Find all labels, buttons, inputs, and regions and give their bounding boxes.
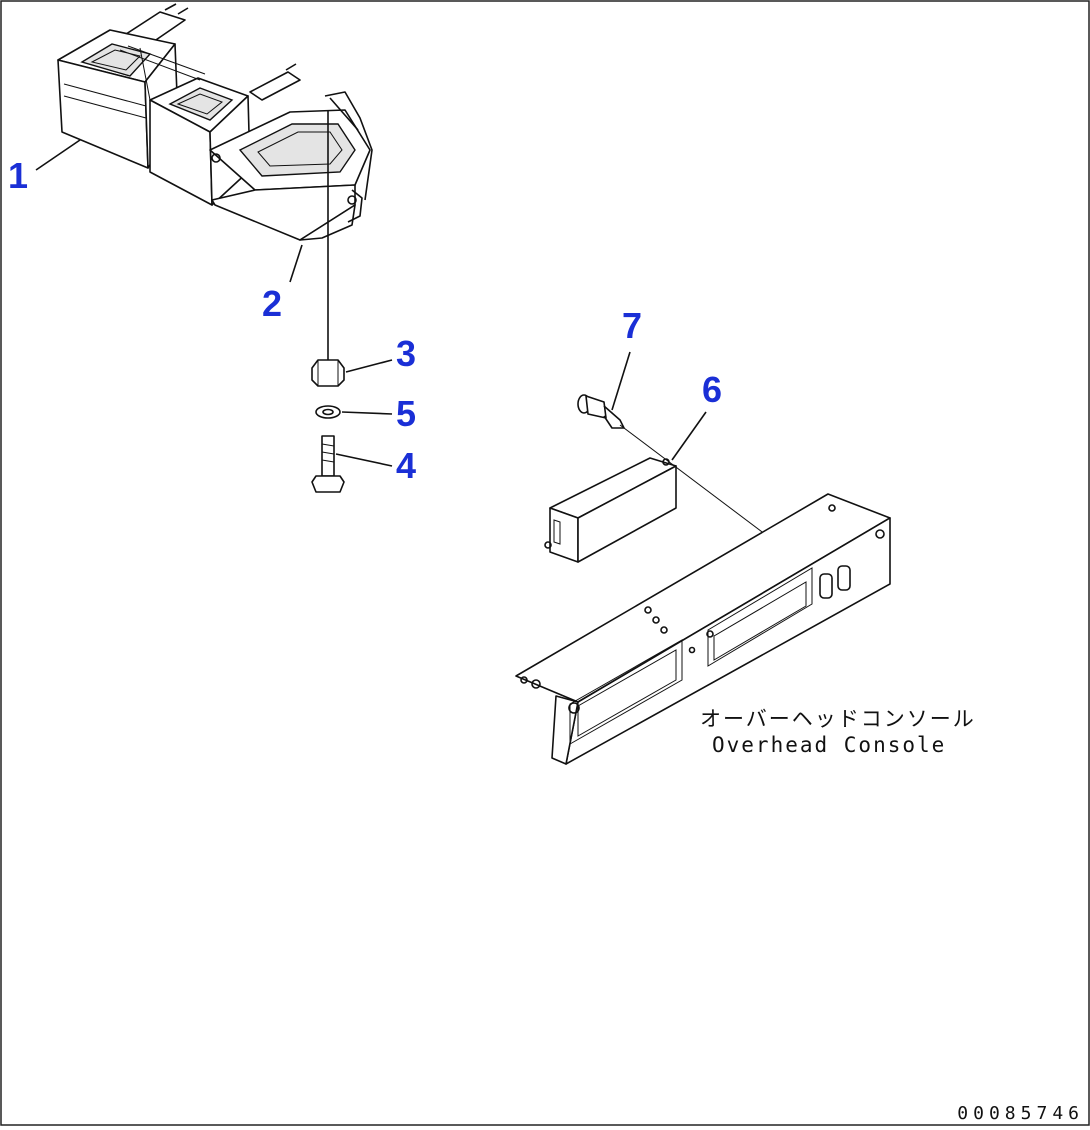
console-note-jp: オーバーヘッドコンソール [700,707,976,731]
leader-7 [611,351,631,411]
callout-5: 5 [396,393,417,434]
leader-6 [671,411,707,461]
leader-3 [345,359,393,373]
fastener-stack [311,110,393,493]
figure-number: 00085746 [957,1103,1084,1124]
duct-assembly [35,3,373,283]
callout-6: 6 [702,369,723,410]
leader-5 [341,411,393,415]
console-note-en: Overhead Console [712,733,947,758]
leader-2 [289,244,303,283]
callout-4: 4 [396,445,417,486]
callout-1: 1 [8,155,29,196]
callout-3: 3 [396,333,417,374]
callout-7: 7 [622,305,643,346]
callout-2: 2 [262,283,283,324]
console-assembly [515,351,891,765]
console-note: オーバーヘッドコンソール Overhead Console [700,706,976,759]
leader-1 [35,139,81,171]
leader-4 [335,453,393,467]
